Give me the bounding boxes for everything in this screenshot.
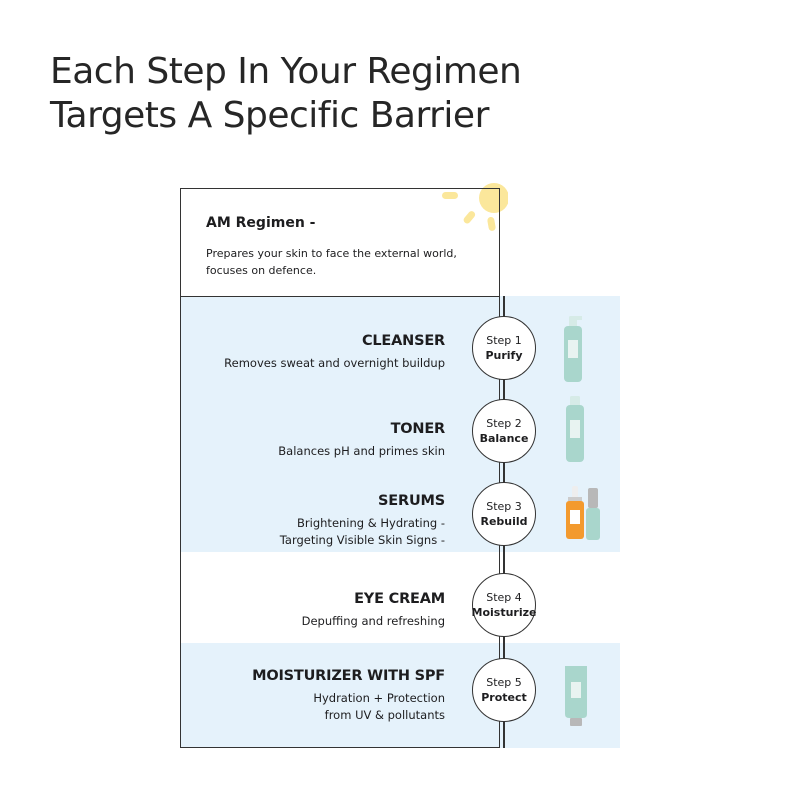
headline-line-2: Targets A Specific Barrier	[50, 95, 489, 136]
regimen-description: Prepares your skin to face the external …	[206, 247, 457, 277]
step-5-label: Step 5	[486, 676, 522, 689]
step-3-verb: Rebuild	[480, 515, 528, 528]
step-1-verb: Purify	[485, 349, 523, 362]
step-4-desc-line-1: Depuffing and refreshing	[301, 614, 445, 628]
step-1-label: Step 1	[486, 334, 522, 347]
headline-line-1: Each Step In Your Regimen	[50, 51, 522, 92]
step-2-verb: Balance	[479, 432, 529, 445]
step-2-desc: Balances pH and primes skin	[200, 443, 445, 460]
step-3-desc-line-2: Targeting Visible Skin Signs -	[279, 533, 445, 547]
step-1-desc-line-1: Removes sweat and overnight buildup	[224, 356, 445, 370]
step-5-desc-line-2: from UV & pollutants	[324, 708, 445, 722]
step-5-name: MOISTURIZER WITH SPF	[252, 668, 445, 684]
sun-icon	[442, 183, 508, 231]
step-3-desc-line-1: Brightening & Hydrating -	[297, 516, 445, 530]
step-4-circle: Step 4 Moisturize	[472, 573, 536, 637]
step-2-text: TONER Balances pH and primes skin	[200, 421, 445, 460]
serum-bottles-icon	[566, 486, 600, 540]
toner-bottle-icon	[566, 396, 584, 462]
cleanser-bottle-icon	[564, 316, 582, 382]
step-3-desc: Brightening & Hydrating - Targeting Visi…	[200, 515, 445, 549]
step-5-verb: Protect	[481, 691, 527, 704]
step-4-name: EYE CREAM	[354, 591, 445, 607]
page-headline: Each Step In Your Regimen Targets A Spec…	[50, 50, 522, 138]
step-5-desc: Hydration + Protection from UV & polluta…	[200, 690, 445, 724]
regimen-title: AM Regimen -	[206, 215, 316, 231]
step-4-verb: Moisturize	[471, 606, 537, 619]
step-3-label: Step 3	[486, 500, 522, 513]
step-2-circle: Step 2 Balance	[472, 399, 536, 463]
regimen-card: AM Regimen - Prepares your skin to face …	[180, 188, 500, 748]
step-4-desc: Depuffing and refreshing	[200, 613, 445, 630]
step-3-name: SERUMS	[378, 493, 445, 509]
step-4-label: Step 4	[486, 591, 522, 604]
regimen-header: AM Regimen - Prepares your skin to face …	[181, 189, 499, 297]
step-2-desc-line-1: Balances pH and primes skin	[278, 444, 445, 458]
band-step-5	[180, 643, 620, 748]
step-2-label: Step 2	[486, 417, 522, 430]
step-3-circle: Step 3 Rebuild	[472, 482, 536, 546]
step-1-name: CLEANSER	[361, 333, 445, 349]
step-1-text: CLEANSER Removes sweat and overnight bui…	[200, 333, 445, 372]
step-5-desc-line-1: Hydration + Protection	[313, 691, 445, 705]
step-5-text: MOISTURIZER WITH SPF Hydration + Protect…	[200, 668, 445, 724]
step-5-circle: Step 5 Protect	[472, 658, 536, 722]
step-2-name: TONER	[390, 421, 446, 437]
step-3-text: SERUMS Brightening & Hydrating - Targeti…	[200, 493, 445, 549]
spf-tube-icon	[565, 666, 587, 726]
step-1-circle: Step 1 Purify	[472, 316, 536, 380]
band-steps-1-3	[180, 296, 620, 552]
step-1-desc: Removes sweat and overnight buildup	[200, 355, 445, 372]
step-4-text: EYE CREAM Depuffing and refreshing	[200, 591, 446, 630]
